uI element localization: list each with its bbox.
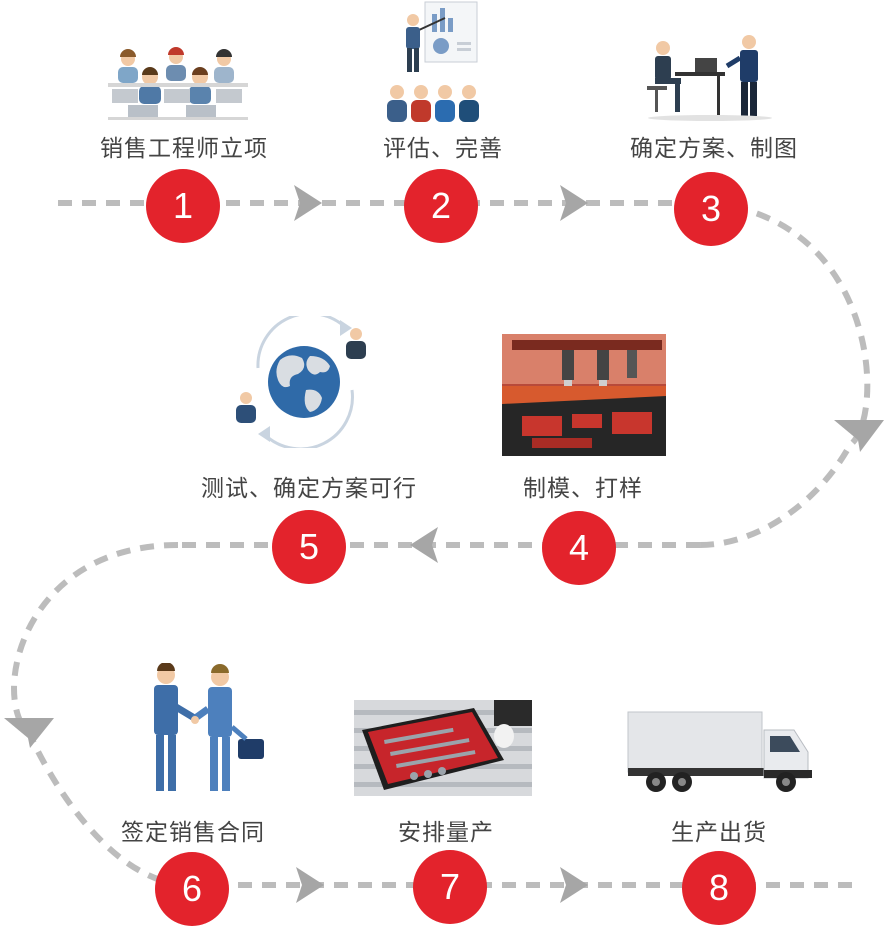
office-drafting-icon [647,35,772,121]
step-badge-8: 8 [682,851,756,925]
cnc-machine-photo [502,334,666,456]
step-label-1: 销售工程师立项 [100,136,268,162]
presentation-icon [387,1,479,122]
delivery-truck-icon [627,711,812,792]
arrow-right-icon [296,867,324,903]
step-badge-5: 5 [272,510,346,584]
step-badge-2: 2 [404,169,478,243]
step-label-5: 测试、确定方案可行 [201,476,417,502]
step-badge-6: 6 [155,852,229,926]
step-badge-7: 7 [413,850,487,924]
step-label-7: 安排量产 [398,820,494,846]
global-network-icon [236,316,366,448]
sales-team-icon [108,47,248,120]
step-label-6: 签定销售合同 [121,820,265,846]
step-label-3: 确定方案、制图 [630,136,798,162]
arrow-down-icon [834,420,884,452]
step-label-2: 评估、完善 [383,136,503,162]
step-badge-4: 4 [542,511,616,585]
arrow-right-icon [560,185,588,221]
handshake-icon [154,663,264,791]
step-badge-1: 1 [146,169,220,243]
arrow-down-icon [4,718,54,748]
tool-tray-photo [354,700,532,796]
step-label-4: 制模、打样 [523,476,643,502]
arrow-right-icon [294,185,322,221]
arrow-left-icon [410,527,438,563]
step-label-8: 生产出货 [671,820,767,846]
arrow-right-icon [560,867,588,903]
step-badge-3: 3 [674,172,748,246]
